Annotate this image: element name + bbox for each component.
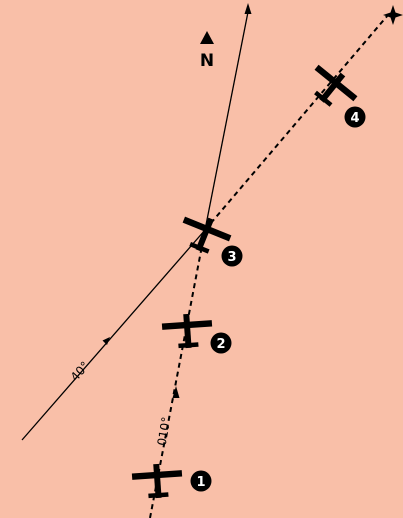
position-badge-1: 1 — [190, 470, 212, 492]
course-line-after-turn — [204, 14, 389, 231]
position-badge-3: 3 — [221, 245, 243, 267]
heading-label-40: 40° — [68, 359, 93, 384]
destination-star-icon — [383, 5, 403, 25]
course-010-arrowhead — [172, 386, 180, 398]
aircraft-icon — [161, 312, 214, 350]
svg-text:4: 4 — [350, 111, 359, 126]
svg-text:1: 1 — [196, 475, 205, 490]
north-reference-arrowhead — [244, 3, 252, 14]
svg-text:2: 2 — [216, 337, 225, 352]
north-label: N — [200, 51, 214, 71]
north-arrow-icon — [200, 31, 214, 44]
north-reference-line — [204, 11, 249, 231]
position-badge-4: 4 — [344, 106, 366, 128]
heading-label-010: 010° — [155, 416, 174, 447]
position-badge-2: 2 — [210, 332, 232, 354]
aircraft-icon — [131, 462, 184, 500]
course-40-arrowhead — [102, 337, 110, 345]
course-line-40 — [21, 229, 206, 441]
svg-text:3: 3 — [227, 250, 236, 265]
